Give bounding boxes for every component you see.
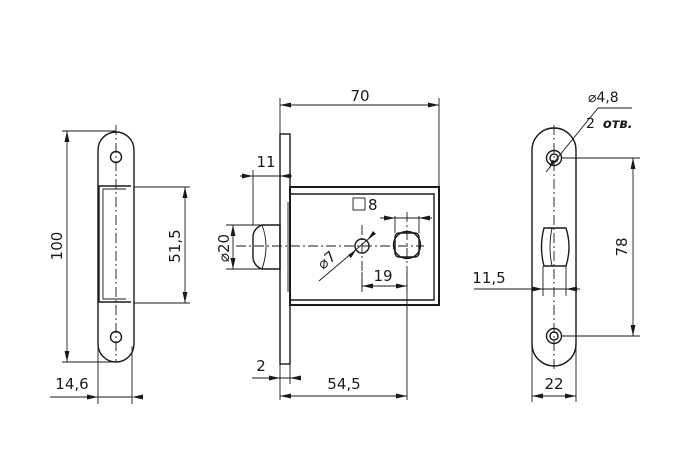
dim-hole-spacing: 78 bbox=[613, 237, 631, 256]
dim-screw-hole-diameter: ⌀4,8 bbox=[588, 90, 619, 106]
strike-screw-hole-top bbox=[109, 150, 123, 164]
dim-faceplate-width: 22 bbox=[544, 375, 563, 393]
dim-strike-opening: 51,5 bbox=[166, 229, 184, 262]
strike-opening-inner bbox=[102, 188, 126, 300]
faceplate bbox=[279, 133, 291, 365]
strike-plate-view: 100 51,5 14,6 bbox=[48, 125, 190, 404]
dim-latch-offset: 11,5 bbox=[472, 269, 505, 287]
dim-latch-diameter: ⌀20 bbox=[215, 234, 233, 262]
dim-backset: 70 bbox=[350, 87, 369, 105]
square-symbol bbox=[352, 197, 366, 211]
latch-bolt bbox=[252, 224, 281, 270]
dim-faceplate-thickness: 2 bbox=[256, 357, 266, 375]
faceplate-outline bbox=[531, 127, 577, 367]
faceplate-screw-hole-top bbox=[545, 149, 563, 167]
dim-follower-square: 8 bbox=[368, 196, 378, 214]
lock-body-side-view: 70 11 ⌀20 8 ⌀7 19 bbox=[215, 87, 440, 400]
note-hole-count: 2 отв. bbox=[586, 115, 633, 132]
latch-bolt-bevel bbox=[261, 224, 267, 270]
faceplate-front-view: ⌀4,8 2 отв. 78 11,5 22 bbox=[472, 90, 640, 402]
dim-strike-length: 100 bbox=[48, 232, 66, 261]
dim-pin-to-square: 19 bbox=[373, 267, 392, 285]
faceplate-screw-hole-bottom bbox=[545, 327, 563, 345]
dim-latch-projection: 11 bbox=[256, 153, 275, 171]
latch-front-bevel bbox=[549, 227, 553, 267]
strike-screw-hole-bottom bbox=[109, 330, 123, 344]
faceplate-screw-hole-bottom-inner bbox=[549, 331, 559, 341]
dim-pin-diameter: ⌀7 bbox=[314, 247, 340, 273]
strike-opening bbox=[98, 185, 131, 303]
strike-plate-outline bbox=[97, 131, 135, 363]
dim-body-depth: 54,5 bbox=[327, 375, 360, 393]
dim-strike-offset: 14,6 bbox=[55, 375, 88, 393]
lock-case-inner bbox=[290, 193, 435, 301]
latch-front bbox=[540, 227, 570, 267]
